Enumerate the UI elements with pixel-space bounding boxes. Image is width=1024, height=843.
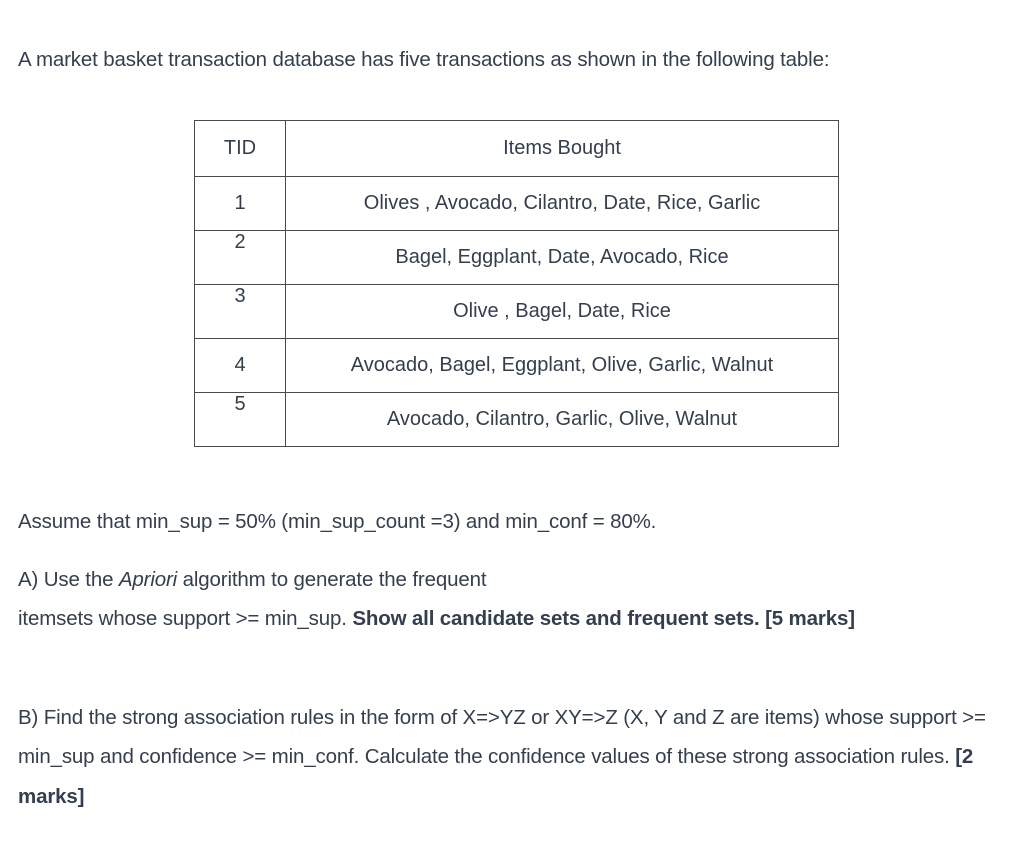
table-header: TID Items Bought <box>194 120 839 177</box>
table-row: 2 Bagel, Eggplant, Date, Avocado, Rice <box>194 230 839 285</box>
column-header-items-bought: Items Bought <box>285 120 839 177</box>
cell-tid: 3 <box>194 284 286 339</box>
cell-items: Avocado, Bagel, Eggplant, Olive, Garlic,… <box>285 338 839 393</box>
cell-items: Olive , Bagel, Date, Rice <box>285 284 839 339</box>
question-a-bold: Show all candidate sets and frequent set… <box>352 607 855 630</box>
cell-tid: 2 <box>194 230 286 285</box>
question-a-text-1: A) Use the <box>18 567 119 591</box>
cell-tid: 4 <box>194 338 286 393</box>
question-a-text-2: algorithm to generate the frequent items… <box>18 567 487 631</box>
cell-items: Olives , Avocado, Cilantro, Date, Rice, … <box>285 176 839 231</box>
column-header-tid: TID <box>194 120 286 177</box>
question-a-emphasis: Apriori <box>118 567 178 591</box>
cell-items: Bagel, Eggplant, Date, Avocado, Rice <box>285 230 839 285</box>
cell-items: Avocado, Cilantro, Garlic, Olive, Walnut <box>285 392 839 447</box>
transaction-table-container: TID Items Bought 1 Olives , Avocado, Cil… <box>194 120 839 447</box>
table-row: 1 Olives , Avocado, Cilantro, Date, Rice… <box>194 176 839 231</box>
table-header-row: TID Items Bought <box>194 120 839 177</box>
assumptions-paragraph: Assume that min_sup = 50% (min_sup_count… <box>18 509 657 533</box>
table-row: 5 Avocado, Cilantro, Garlic, Olive, Waln… <box>194 392 839 447</box>
question-a-paragraph: A) Use the Apriori algorithm to generate… <box>18 560 1003 639</box>
intro-paragraph: A market basket transaction database has… <box>18 47 830 71</box>
table-row: 4 Avocado, Bagel, Eggplant, Olive, Garli… <box>194 338 839 393</box>
cell-tid: 5 <box>194 392 286 447</box>
cell-tid: 1 <box>194 176 286 231</box>
question-b-text: B) Find the strong association rules in … <box>18 705 992 769</box>
table-body: 1 Olives , Avocado, Cilantro, Date, Rice… <box>194 176 839 447</box>
transaction-table: TID Items Bought 1 Olives , Avocado, Cil… <box>194 120 839 447</box>
question-b-bold: [2 marks] <box>18 745 979 808</box>
table-row: 3 Olive , Bagel, Date, Rice <box>194 284 839 339</box>
question-b-paragraph: B) Find the strong association rules in … <box>18 698 1003 817</box>
